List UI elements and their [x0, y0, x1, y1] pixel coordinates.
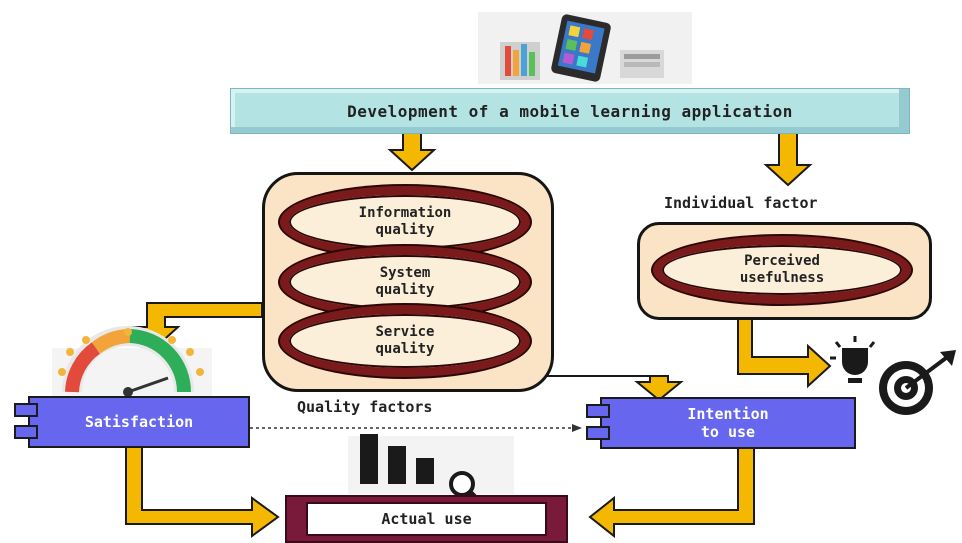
arrow-banner-to-quality: [387, 132, 437, 172]
arrow-satisfaction-to-actual-use: [125, 444, 280, 538]
gauge-icon: [52, 326, 212, 397]
information-quality-label: Information quality: [358, 205, 452, 238]
satisfaction-port-bottom: [14, 425, 38, 439]
intention-label: Intention to use: [687, 405, 769, 441]
bar-chart-magnifier-icon: [348, 434, 514, 504]
quality-factors-label: Quality factors: [297, 398, 433, 416]
actual-use-box: Actual use: [285, 495, 568, 543]
arrow-quality-to-satisfaction: [131, 302, 263, 349]
service-quality-label: Service quality: [375, 324, 435, 357]
service-quality-ring: Service quality: [280, 305, 530, 377]
actual-use-label: Actual use: [381, 510, 472, 528]
satisfaction-component: Satisfaction: [28, 396, 250, 448]
satisfaction-port-top: [14, 403, 38, 417]
intention-port-bottom: [586, 426, 610, 440]
actual-use-inner: Actual use: [306, 502, 547, 536]
perceived-usefulness-ring: Perceived usefulness: [653, 236, 911, 304]
intention-component: Intention to use: [600, 397, 856, 449]
individual-factor-label: Individual factor: [664, 194, 818, 212]
title-banner: Development of a mobile learning applica…: [230, 88, 910, 134]
arrow-quality-to-intention: [547, 362, 684, 402]
title-text: Development of a mobile learning applica…: [347, 101, 793, 121]
arrow-intention-to-actual-use: [588, 446, 755, 539]
arrow-banner-to-individual: [763, 132, 813, 187]
mobile-learning-illustration: [478, 12, 692, 84]
satisfaction-label: Satisfaction: [84, 413, 194, 431]
intention-port-top: [586, 404, 610, 418]
perceived-usefulness-label: Perceived usefulness: [739, 253, 825, 286]
system-quality-label: System quality: [375, 265, 435, 298]
arrow-usefulness-to-intention: [737, 315, 832, 389]
lightbulb-target-icon: [830, 336, 956, 415]
